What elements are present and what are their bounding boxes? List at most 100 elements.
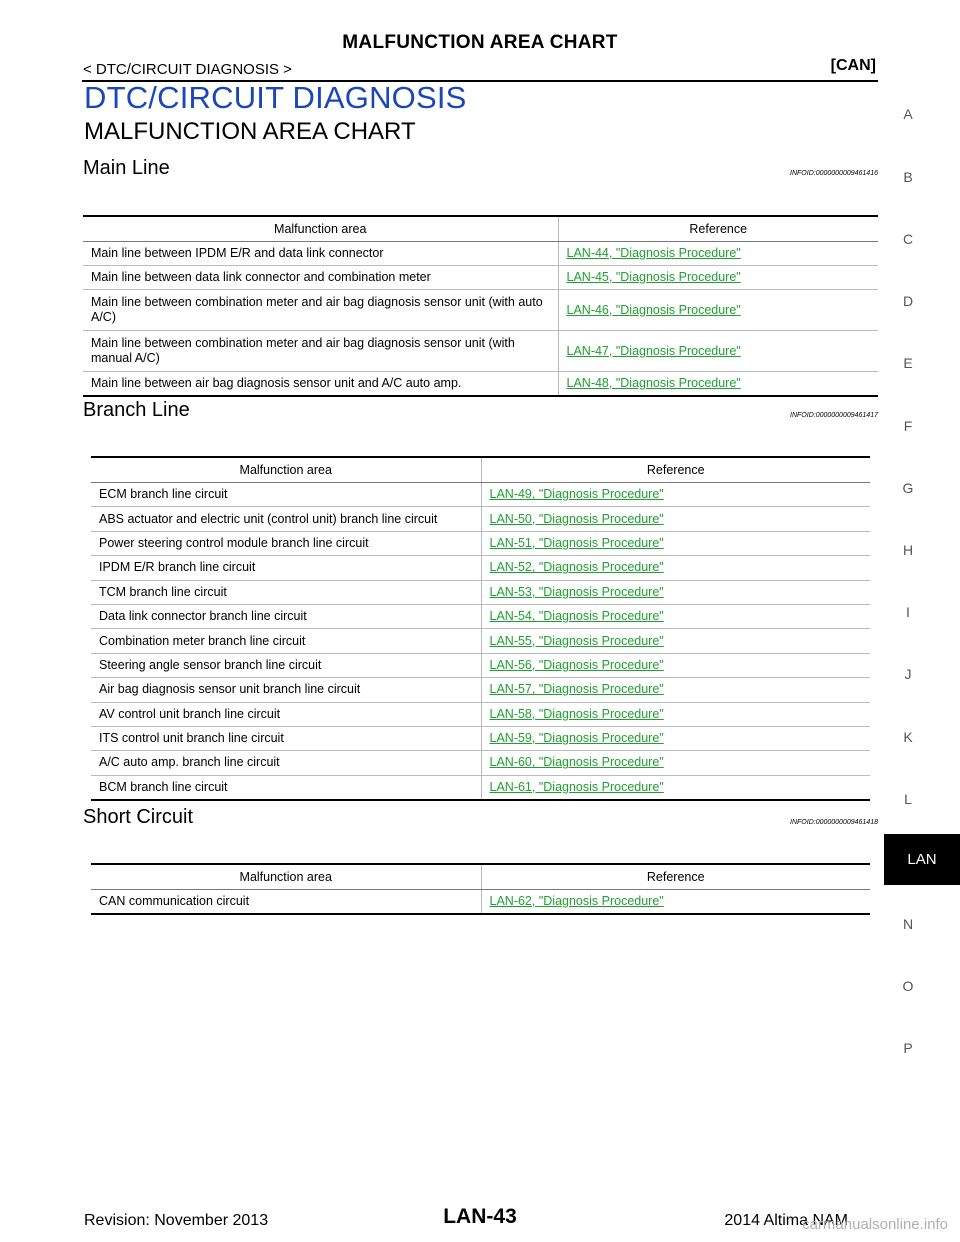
branch-line-rows: ECM branch line circuit LAN-49, "Diagnosi… — [91, 482, 870, 801]
page-title: MALFUNCTION AREA CHART — [342, 32, 618, 53]
reference-cell: LAN-45, "Diagnosis Procedure" — [558, 265, 878, 290]
reference-link[interactable]: LAN-51, "Diagnosis Procedure" — [489, 535, 664, 550]
reference-link[interactable]: LAN-59, "Diagnosis Procedure" — [489, 731, 664, 746]
side-index-f[interactable]: F — [903, 418, 913, 434]
malfunction-area-cell: Data link connector branch line circuit — [91, 604, 482, 630]
reference-cell: LAN-61, "Diagnosis Procedure" — [481, 775, 870, 801]
reference-cell: LAN-60, "Diagnosis Procedure" — [481, 750, 870, 776]
table-row: BCM branch line circuit LAN-61, "Diagnosi… — [91, 775, 870, 801]
reference-link[interactable]: LAN-47, "Diagnosis Procedure" — [566, 343, 741, 358]
side-index-h[interactable]: H — [902, 542, 914, 558]
malfunction-area-cell: Air bag diagnosis sensor unit branch lin… — [91, 677, 482, 703]
side-index-l[interactable]: L — [904, 791, 912, 807]
malfunction-area-cell: ABS actuator and electric unit (control … — [91, 506, 482, 532]
reference-link[interactable]: LAN-50, "Diagnosis Procedure" — [489, 511, 664, 526]
side-index-c[interactable]: C — [902, 231, 914, 247]
side-index-b[interactable]: B — [903, 169, 913, 185]
table-row: ITS control unit branch line circuit LAN-… — [91, 726, 870, 752]
reference-link[interactable]: LAN-52, "Diagnosis Procedure" — [489, 560, 664, 575]
short-circuit-table: Malfunction area Reference CAN communica… — [91, 863, 870, 915]
reference-cell: LAN-46, "Diagnosis Procedure" — [558, 289, 878, 331]
reference-cell: LAN-62, "Diagnosis Procedure" — [481, 889, 870, 915]
reference-cell: LAN-51, "Diagnosis Procedure" — [481, 531, 870, 557]
reference-cell: LAN-58, "Diagnosis Procedure" — [481, 702, 870, 727]
side-index-e[interactable]: E — [903, 355, 913, 371]
side-index-p[interactable]: P — [903, 1040, 913, 1056]
malfunction-area-cell: IPDM E/R branch line circuit — [91, 555, 482, 581]
table-row: Main line between data link connector an… — [83, 265, 878, 290]
branch-line-infoid: INFOID:0000000009461417 — [790, 412, 878, 419]
malfunction-area-cell: Main line between combination meter and … — [83, 289, 559, 331]
reference-link[interactable]: LAN-62, "Diagnosis Procedure" — [489, 893, 664, 908]
malfunction-area-cell: BCM branch line circuit — [91, 775, 482, 801]
reference-link[interactable]: LAN-56, "Diagnosis Procedure" — [489, 657, 664, 672]
malfunction-area-cell: AV control unit branch line circuit — [91, 702, 482, 727]
breadcrumb: < DTC/CIRCUIT DIAGNOSIS > — [83, 61, 292, 78]
column-header-reference: Reference — [481, 863, 870, 890]
reference-link[interactable]: LAN-48, "Diagnosis Procedure" — [566, 375, 741, 390]
short-circuit-title: Short Circuit — [83, 806, 194, 828]
reference-cell: LAN-56, "Diagnosis Procedure" — [481, 653, 870, 679]
table-row: Main line between combination meter and … — [83, 330, 878, 372]
malfunction-area-cell: Combination meter branch line circuit — [91, 628, 482, 654]
reference-link[interactable]: LAN-45, "Diagnosis Procedure" — [566, 270, 741, 284]
column-header-reference: Reference — [558, 215, 878, 242]
reference-link[interactable]: LAN-53, "Diagnosis Procedure" — [489, 584, 664, 599]
short-circuit-rows: CAN communication circuit LAN-62, "Diagno… — [91, 889, 870, 915]
reference-link[interactable]: LAN-58, "Diagnosis Procedure" — [489, 706, 664, 721]
malfunction-area-cell: ECM branch line circuit — [91, 482, 482, 508]
side-index-lan-tab[interactable]: LAN — [884, 834, 960, 885]
reference-link[interactable]: LAN-44, "Diagnosis Procedure" — [566, 246, 741, 260]
side-index-g[interactable]: G — [902, 480, 914, 496]
malfunction-area-cell: ITS control unit branch line circuit — [91, 726, 482, 752]
reference-cell: LAN-53, "Diagnosis Procedure" — [481, 580, 870, 605]
side-index-n[interactable]: N — [902, 916, 914, 932]
table-row: ABS actuator and electric unit (control … — [91, 506, 870, 532]
malfunction-area-cell: Steering angle sensor branch line circui… — [91, 653, 482, 679]
table-row: Steering angle sensor branch line circui… — [91, 653, 870, 679]
watermark: carmanualsonline.info — [802, 1216, 948, 1233]
header-rule — [82, 80, 878, 82]
reference-cell: LAN-50, "Diagnosis Procedure" — [481, 506, 870, 532]
table-row: Combination meter branch line circuit LAN… — [91, 628, 870, 654]
section-title: MALFUNCTION AREA CHART — [84, 118, 416, 145]
column-header-area: Malfunction area — [91, 456, 482, 483]
malfunction-area-cell: Main line between combination meter and … — [83, 330, 559, 372]
short-circuit-infoid: INFOID:0000000009461418 — [790, 819, 878, 826]
reference-link[interactable]: LAN-55, "Diagnosis Procedure" — [489, 633, 664, 648]
side-index-i[interactable]: I — [906, 604, 910, 620]
table-row: Main line between IPDM E/R and data link… — [83, 241, 878, 266]
table-row: AV control unit branch line circuit LAN-5… — [91, 702, 870, 727]
reference-cell: LAN-55, "Diagnosis Procedure" — [481, 628, 870, 654]
reference-cell: LAN-57, "Diagnosis Procedure" — [481, 677, 870, 703]
reference-link[interactable]: LAN-49, "Diagnosis Procedure" — [489, 487, 664, 502]
side-index-o[interactable]: O — [902, 978, 914, 994]
branch-line-title: Branch Line — [83, 399, 190, 421]
side-index-k[interactable]: K — [903, 729, 913, 745]
branch-line-table: Malfunction area Reference ECM branch li… — [91, 456, 870, 801]
malfunction-area-cell: Main line between IPDM E/R and data link… — [83, 241, 559, 266]
reference-link[interactable]: LAN-60, "Diagnosis Procedure" — [489, 755, 664, 770]
reference-link[interactable]: LAN-57, "Diagnosis Procedure" — [489, 682, 664, 697]
malfunction-area-cell: CAN communication circuit — [91, 889, 482, 915]
reference-cell: LAN-52, "Diagnosis Procedure" — [481, 555, 870, 581]
chapter-title: DTC/CIRCUIT DIAGNOSIS — [84, 80, 467, 115]
table-row: ECM branch line circuit LAN-49, "Diagnosi… — [91, 482, 870, 508]
table-row: Power steering control module branch lin… — [91, 531, 870, 557]
reference-link[interactable]: LAN-61, "Diagnosis Procedure" — [489, 779, 664, 794]
side-index-a[interactable]: A — [903, 106, 913, 122]
side-index-j[interactable]: J — [904, 666, 912, 682]
malfunction-area-cell: Main line between data link connector an… — [83, 265, 559, 290]
table-row: TCM branch line circuit LAN-53, "Diagnosi… — [91, 580, 870, 605]
main-line-infoid: INFOID:0000000009461416 — [790, 170, 878, 177]
reference-link[interactable]: LAN-46, "Diagnosis Procedure" — [566, 302, 741, 317]
side-index-d[interactable]: D — [902, 293, 914, 309]
footer-model: 2014 Altima NAM — [724, 1212, 848, 1229]
reference-cell: LAN-54, "Diagnosis Procedure" — [481, 604, 870, 630]
main-line-table: Malfunction area Reference Main line bet… — [83, 215, 878, 397]
malfunction-area-cell: Main line between air bag diagnosis sens… — [83, 371, 559, 397]
main-line-title: Main Line — [83, 157, 170, 179]
footer-page-number: LAN-43 — [443, 1205, 517, 1228]
malfunction-area-cell: TCM branch line circuit — [91, 580, 482, 605]
reference-link[interactable]: LAN-54, "Diagnosis Procedure" — [489, 609, 664, 624]
